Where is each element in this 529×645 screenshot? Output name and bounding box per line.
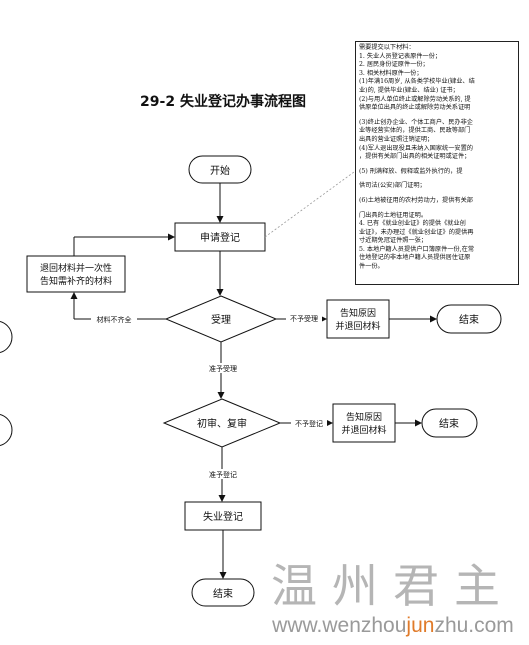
note-line: 4. 已有《就业创业证》的提供《就业创 [359,220,466,228]
edge-partial-circle [0,413,13,447]
note-line: 件一份。 [359,263,384,271]
watermark-chinese: 温州君主 [271,559,515,613]
edge-label-reject2: 不予登记 [295,419,323,428]
return-label-line1: 退回材料并一次性 [40,262,112,274]
notify1-label-line1: 告知原因 [340,307,376,319]
notify1-box [326,299,390,339]
accept-label: 受理 [211,314,231,326]
note-line: 2. 居民身份证原件一份； [359,61,429,69]
watermark-url-part3: zhu.com [434,614,514,637]
note-line: (6)土地被征用的农村劳动力，提供有关部 [359,196,473,204]
register-label: 失业登记 [203,510,243,523]
note-line: (5) 刑满释放、假释或监外执行的，提 [359,167,463,175]
end2-label: 结束 [439,417,459,430]
apply-box [174,222,266,252]
notify2-label-line2: 并退回材料 [341,424,386,436]
note-line: (2)与用人单位终止或解除劳动关系的, 提 [359,95,471,103]
note-line: 供原单位出具的终止或解除劳动关系证明 [359,104,471,112]
notify2-label-line1: 告知原因 [346,411,382,423]
watermark-url: www.wenzhoujunzhu.com [262,612,524,640]
watermark-url-part1: www.wenzhou [272,614,407,637]
note-line: 5. 本地户籍人员提供户口簿原件一份,在常 [359,245,475,253]
note-line: 业证》，未办理过《就业创业证》的提供再 [359,228,474,236]
notify2-box [332,403,396,443]
note-line: 门出具的土地征用证明。 [359,211,428,219]
edge-label-bg [205,363,241,373]
end1-terminal [436,304,502,334]
note-line: 业等经营实体的，提供工商、民政等部门 [359,127,471,135]
edge-label-reject1: 不予受理 [290,314,318,323]
edge-label-bg [286,313,322,323]
note-line: 业)的, 提供毕业(肄业、结业) 证书； [359,86,459,94]
start-label: 开始 [210,164,230,177]
notify1-label-line2: 并退回材料 [335,320,380,332]
note-line: (3)终止创办企业、个体工商户、民办非企 [359,118,473,126]
note-line: 住地登记的非本地户籍人员提供居住证原 [359,254,471,262]
note-line: 供司法(公安)部门证明； [359,182,426,190]
requirements-note: 需要提交以下材料： 1. 失业人员登记表原件一份； 2. 居民身份证原件一份； … [355,41,519,285]
end3-label: 结束 [213,587,233,600]
note-line: 3. 相关材料原件一份； [359,69,423,77]
edge-label-bg [291,418,327,428]
edge-partial-circle [0,320,13,354]
edge-label-incomplete: 材料不齐全 [97,315,132,324]
watermark-url-highlight: jun [406,614,435,637]
page-title: 29-2 失业登记办事流程图 [140,93,306,110]
note-line: 寸近期免冠证件照一张； [359,237,428,245]
end1-label: 结束 [459,313,479,326]
note-line: ，提供有关部门出具的相关证明或证件； [359,153,471,161]
note-line: (1)年满16周岁, 从各类学校毕业(肄业、结 [359,78,475,86]
edge-label-approve2: 准予登记 [209,470,237,479]
review-label: 初审、复审 [197,417,247,430]
edge-label-bg [205,469,241,479]
note-line: (4)军人退出现役且未纳入国家统一安置的 [359,144,473,152]
note-line: 需要提交以下材料： [359,44,415,51]
register-box [184,501,262,531]
end2-terminal [421,408,478,438]
edge-label-bg [91,314,137,324]
note-connector [264,171,355,238]
edge-label-approve1: 准予受理 [209,364,237,373]
apply-label: 申请登记 [200,231,240,244]
note-line: 出具的营业证照注销证明； [359,135,434,143]
end3-terminal [191,578,255,607]
note-line: 1. 失业人员登记表原件一份； [359,52,442,60]
return-box [26,255,126,293]
return-label-line2: 告知需补齐的材料 [40,275,112,287]
